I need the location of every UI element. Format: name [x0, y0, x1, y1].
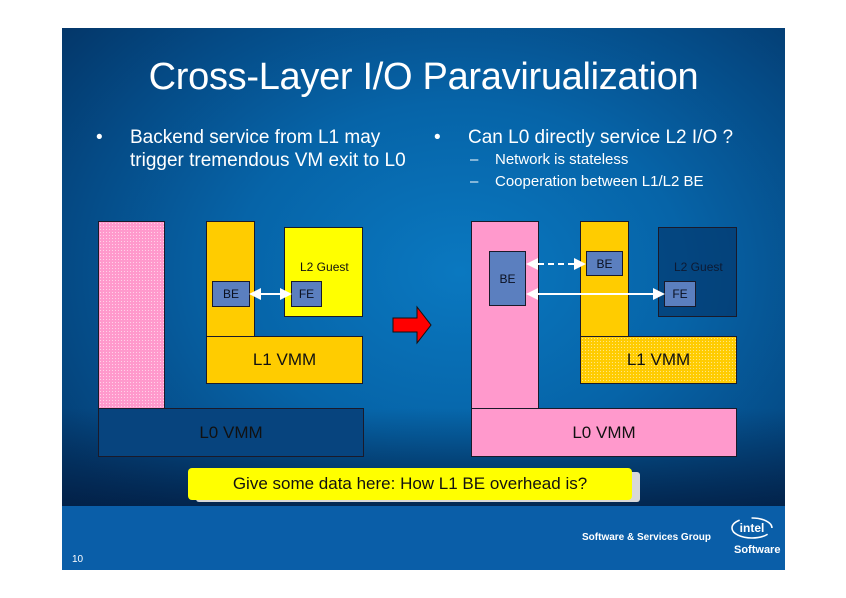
right-bullet: • Can L0 directly service L2 I/O ? – Net… [434, 126, 774, 193]
l2-frontend-box: FE [291, 281, 322, 307]
l0-vmm-box: L0 VMM [98, 408, 364, 457]
dash-marker: – [470, 173, 479, 190]
bullet-marker: • [434, 127, 441, 148]
l1-guest-column [206, 221, 255, 337]
intel-logo-icon: intel [731, 517, 773, 539]
transition-arrow-shape [392, 305, 432, 345]
slide: Cross-Layer I/O Paravirualization • Back… [62, 28, 785, 570]
left-bullet: • Backend service from L1 may trigger tr… [96, 126, 416, 172]
right-bullet-text: Can L0 directly service L2 I/O ? [468, 127, 734, 148]
left-bullet-text: Backend service from L1 may trigger trem… [130, 127, 406, 171]
l1-vmm-box: L1 VMM [580, 336, 737, 384]
intel-software-label: Software [734, 544, 781, 556]
l2-frontend-box: FE [664, 281, 696, 307]
l0-vmm-box: L0 VMM [471, 408, 737, 457]
bullet-marker: • [96, 127, 103, 148]
l1-backend-box: BE [212, 281, 250, 307]
footer-group-name: Software & Services Group [582, 532, 711, 543]
l2-guest-label: L2 Guest [300, 260, 349, 274]
sub-bullet-text: Cooperation between L1/L2 BE [495, 173, 704, 190]
sub-bullet: – Cooperation between L1/L2 BE [470, 171, 774, 193]
connector-arrows [249, 258, 665, 300]
callout-note: Give some data here: How L1 BE overhead … [188, 468, 632, 500]
l0-backend-box: BE [489, 251, 526, 306]
sub-bullet-text: Network is stateless [495, 151, 629, 168]
l2-guest-label: L2 Guest [674, 260, 723, 274]
transition-arrow-icon [392, 305, 432, 345]
slide-title: Cross-Layer I/O Paravirualization [148, 56, 699, 98]
sub-bullet: – Network is stateless [470, 149, 774, 171]
page-number: 10 [72, 554, 84, 565]
l1-guest-column [580, 221, 629, 337]
slide-footer: Software & Services Group intel Software [62, 506, 785, 570]
l1-vmm-box: L1 VMM [206, 336, 363, 384]
dash-marker: – [470, 151, 479, 168]
intel-logo-text: intel [740, 521, 765, 535]
l1-backend-box: BE [586, 251, 623, 276]
l0-guest-column [98, 221, 165, 409]
